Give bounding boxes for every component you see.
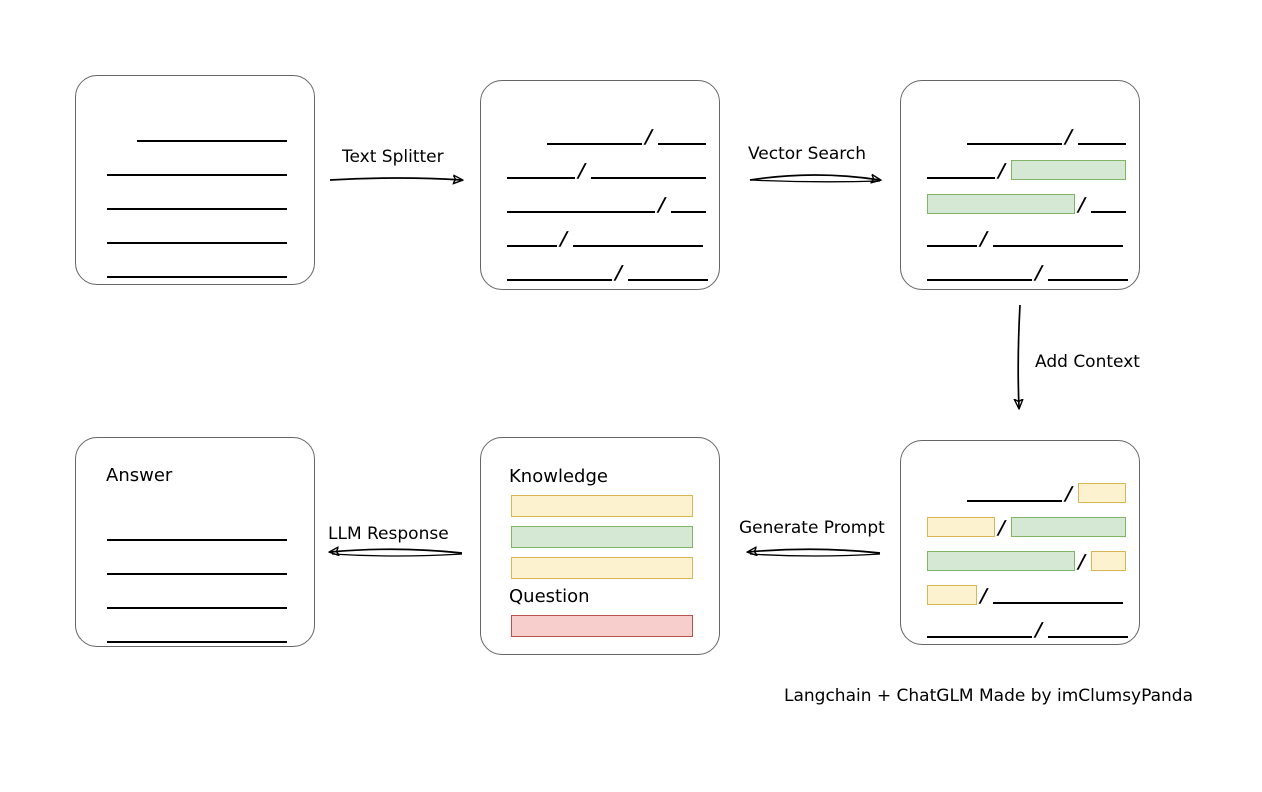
chunk-bar-green	[927, 194, 1075, 214]
text-line-segment	[507, 177, 575, 179]
chunk-separator-slash: /	[1062, 483, 1075, 505]
text-line-segment	[993, 602, 1123, 604]
question-bar-group	[481, 438, 719, 654]
prompt-bar-yellow	[511, 495, 693, 517]
text-line-segment	[671, 211, 706, 213]
edge-label-add-context: Add Context	[1035, 352, 1140, 372]
text-line-segment	[967, 143, 1062, 145]
chunk-bar-yellow	[1078, 483, 1126, 503]
node-source-document[interactable]	[75, 75, 315, 285]
arrow-text-splitter	[329, 178, 462, 180]
arrow-llm-response	[330, 549, 463, 553]
arrow-add-context	[1018, 304, 1020, 408]
node-prompt[interactable]: Knowledge Question	[480, 437, 720, 655]
chunk-separator-slash: /	[977, 228, 990, 250]
text-line-segment	[547, 143, 642, 145]
question-heading: Question	[509, 586, 590, 607]
chunk-separator-slash: /	[1075, 194, 1088, 216]
answer-lines	[76, 438, 314, 646]
text-line-segment	[628, 279, 708, 281]
text-line-segment	[1048, 636, 1128, 638]
text-line-segment	[507, 245, 557, 247]
text-line-segment	[591, 177, 706, 179]
text-line-segment	[927, 245, 977, 247]
text-line-segment	[107, 208, 287, 210]
arrow-generate-prompt	[748, 549, 881, 553]
node-answer[interactable]: Answer	[75, 437, 315, 647]
answer-label: Answer	[106, 465, 173, 486]
knowledge-bar-group	[481, 438, 719, 654]
chunk-separator-slash: /	[1075, 551, 1088, 573]
footer-credit: Langchain + ChatGLM Made by imClumsyPand…	[784, 686, 1193, 706]
text-line-segment	[137, 140, 287, 142]
arrow-vector-search-shade	[749, 179, 881, 183]
chunk-separator-slash: /	[995, 160, 1008, 182]
chunk-bar-green	[1011, 517, 1126, 537]
node-context-document[interactable]: / / / / /	[900, 440, 1140, 645]
chunk-bar-yellow	[927, 517, 995, 537]
knowledge-heading: Knowledge	[509, 466, 608, 487]
chunk-separator-slash: /	[977, 585, 990, 607]
chunk-bar-green	[927, 551, 1075, 571]
text-line-segment	[107, 607, 287, 609]
prompt-bar-green	[511, 526, 693, 548]
text-line-segment	[107, 276, 287, 278]
chunk-separator-slash: /	[655, 194, 668, 216]
text-line-segment	[927, 279, 1032, 281]
chunk-separator-slash: /	[1032, 262, 1045, 284]
text-line-segment	[107, 573, 287, 575]
arrow-generate-prompt-shade	[749, 553, 881, 557]
text-line-segment	[1091, 211, 1126, 213]
chunk-bar-yellow	[927, 585, 977, 605]
edge-label-text-splitter: Text Splitter	[342, 147, 444, 167]
text-line-segment	[967, 500, 1062, 502]
chunk-separator-slash: /	[1062, 126, 1075, 148]
text-line-segment	[573, 245, 703, 247]
edge-label-vector-search: Vector Search	[748, 144, 866, 164]
arrow-vector-search	[749, 175, 880, 180]
matched-document-lines: / / / / /	[901, 81, 1139, 289]
node-matched-document[interactable]: / / / / /	[900, 80, 1140, 290]
text-line-segment	[993, 245, 1123, 247]
edge-label-generate-prompt: Generate Prompt	[739, 518, 885, 538]
text-line-segment	[658, 143, 706, 145]
chunk-bar-green	[1011, 160, 1126, 180]
text-line-segment	[107, 641, 287, 643]
text-line-segment	[107, 539, 287, 541]
text-line-segment	[107, 174, 287, 176]
text-line-segment	[107, 242, 287, 244]
text-line-segment	[1078, 143, 1126, 145]
prompt-bar-red	[511, 615, 693, 637]
node-split-document[interactable]: / / / / /	[480, 80, 720, 290]
text-line-segment	[507, 279, 612, 281]
chunk-separator-slash: /	[642, 126, 655, 148]
arrow-llm-response-shade	[331, 553, 463, 557]
chunk-separator-slash: /	[995, 517, 1008, 539]
chunk-separator-slash: /	[612, 262, 625, 284]
context-document-lines: / / / / /	[901, 441, 1139, 644]
chunk-separator-slash: /	[557, 228, 570, 250]
chunk-separator-slash: /	[575, 160, 588, 182]
text-line-segment	[927, 177, 995, 179]
text-line-segment	[1048, 279, 1128, 281]
text-line-segment	[927, 636, 1032, 638]
source-document-lines	[76, 76, 314, 284]
edge-label-llm-response: LLM Response	[328, 524, 449, 544]
split-document-lines: / / / / /	[481, 81, 719, 289]
chunk-bar-yellow	[1091, 551, 1126, 571]
chunk-separator-slash: /	[1032, 619, 1045, 641]
text-line-segment	[507, 211, 655, 213]
prompt-bar-yellow	[511, 557, 693, 579]
